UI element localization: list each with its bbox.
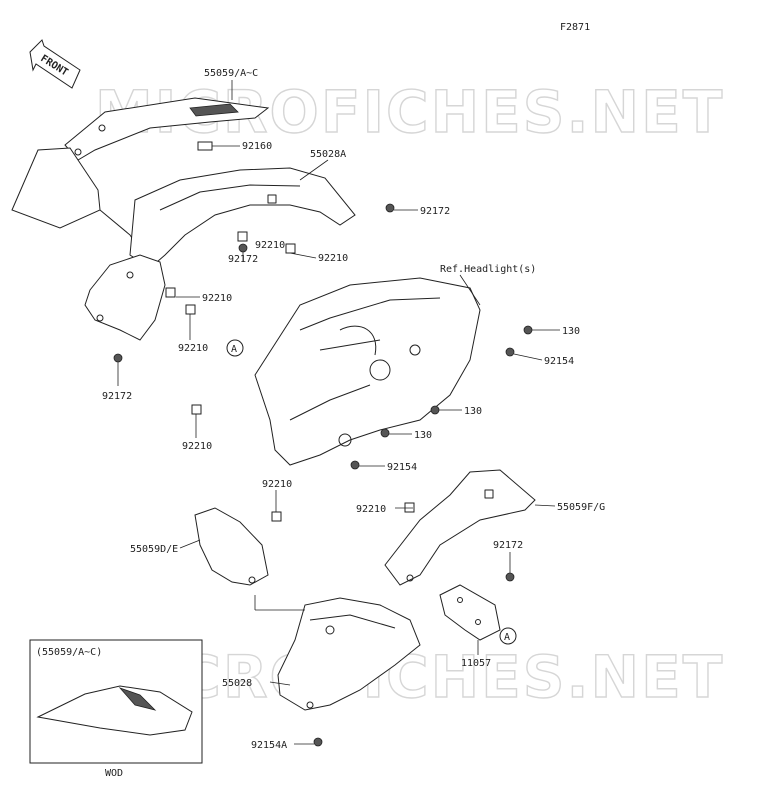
right-cowl-part [384,469,536,586]
callout-a-bottom: A [499,627,517,645]
front-arrow-icon: FRONT [29,39,81,89]
label-130-b: 130 [464,406,482,417]
label-92210-f: 92210 [262,479,292,490]
svg-text:A: A [231,344,237,355]
leader-lines [117,80,560,745]
svg-text:A: A [504,632,510,643]
label-92154-b: 92154 [387,462,417,473]
inset-caption: WOD [105,768,123,779]
label-92210-b: 92210 [318,253,348,264]
label-92210-e: 92210 [182,441,212,452]
label-55028a: 55028A [310,149,346,160]
left-lower-cowl [84,254,166,341]
label-92210-c: 92210 [202,293,232,304]
headlight-assembly [254,277,481,466]
lower-cowl-part [277,597,421,711]
label-92154a: 92154A [251,740,287,751]
label-92172-c: 92172 [102,391,132,402]
fastener-icons [113,141,533,747]
callout-a-top: A [226,339,244,357]
label-92210-a: 92210 [255,240,285,251]
bracket-part [439,584,501,641]
label-92172-b: 92172 [228,254,258,265]
inset-title: (55059/A~C) [36,647,102,658]
label-130-c: 130 [414,430,432,441]
label-55059ac: 55059/A~C [204,68,258,79]
label-55028: 55028 [222,678,252,689]
label-55059fg: 55059F/G [557,502,605,513]
label-130-a: 130 [562,326,580,337]
windscreen-part [64,97,270,161]
left-side-cowl-part [194,507,269,586]
label-92210-d: 92210 [178,343,208,354]
figure-code: F2871 [560,22,590,33]
label-11057: 11057 [461,658,491,669]
label-92172-a: 92172 [420,206,450,217]
label-ref-headlight: Ref.Headlight(s) [440,264,536,275]
label-92210-g: 92210 [356,504,386,515]
label-92160: 92160 [242,141,272,152]
label-55059de: 55059D/E [130,544,178,555]
inset-box: (55059/A~C) WOD [29,639,203,779]
label-92154-a: 92154 [544,356,574,367]
label-92172-d: 92172 [493,540,523,551]
